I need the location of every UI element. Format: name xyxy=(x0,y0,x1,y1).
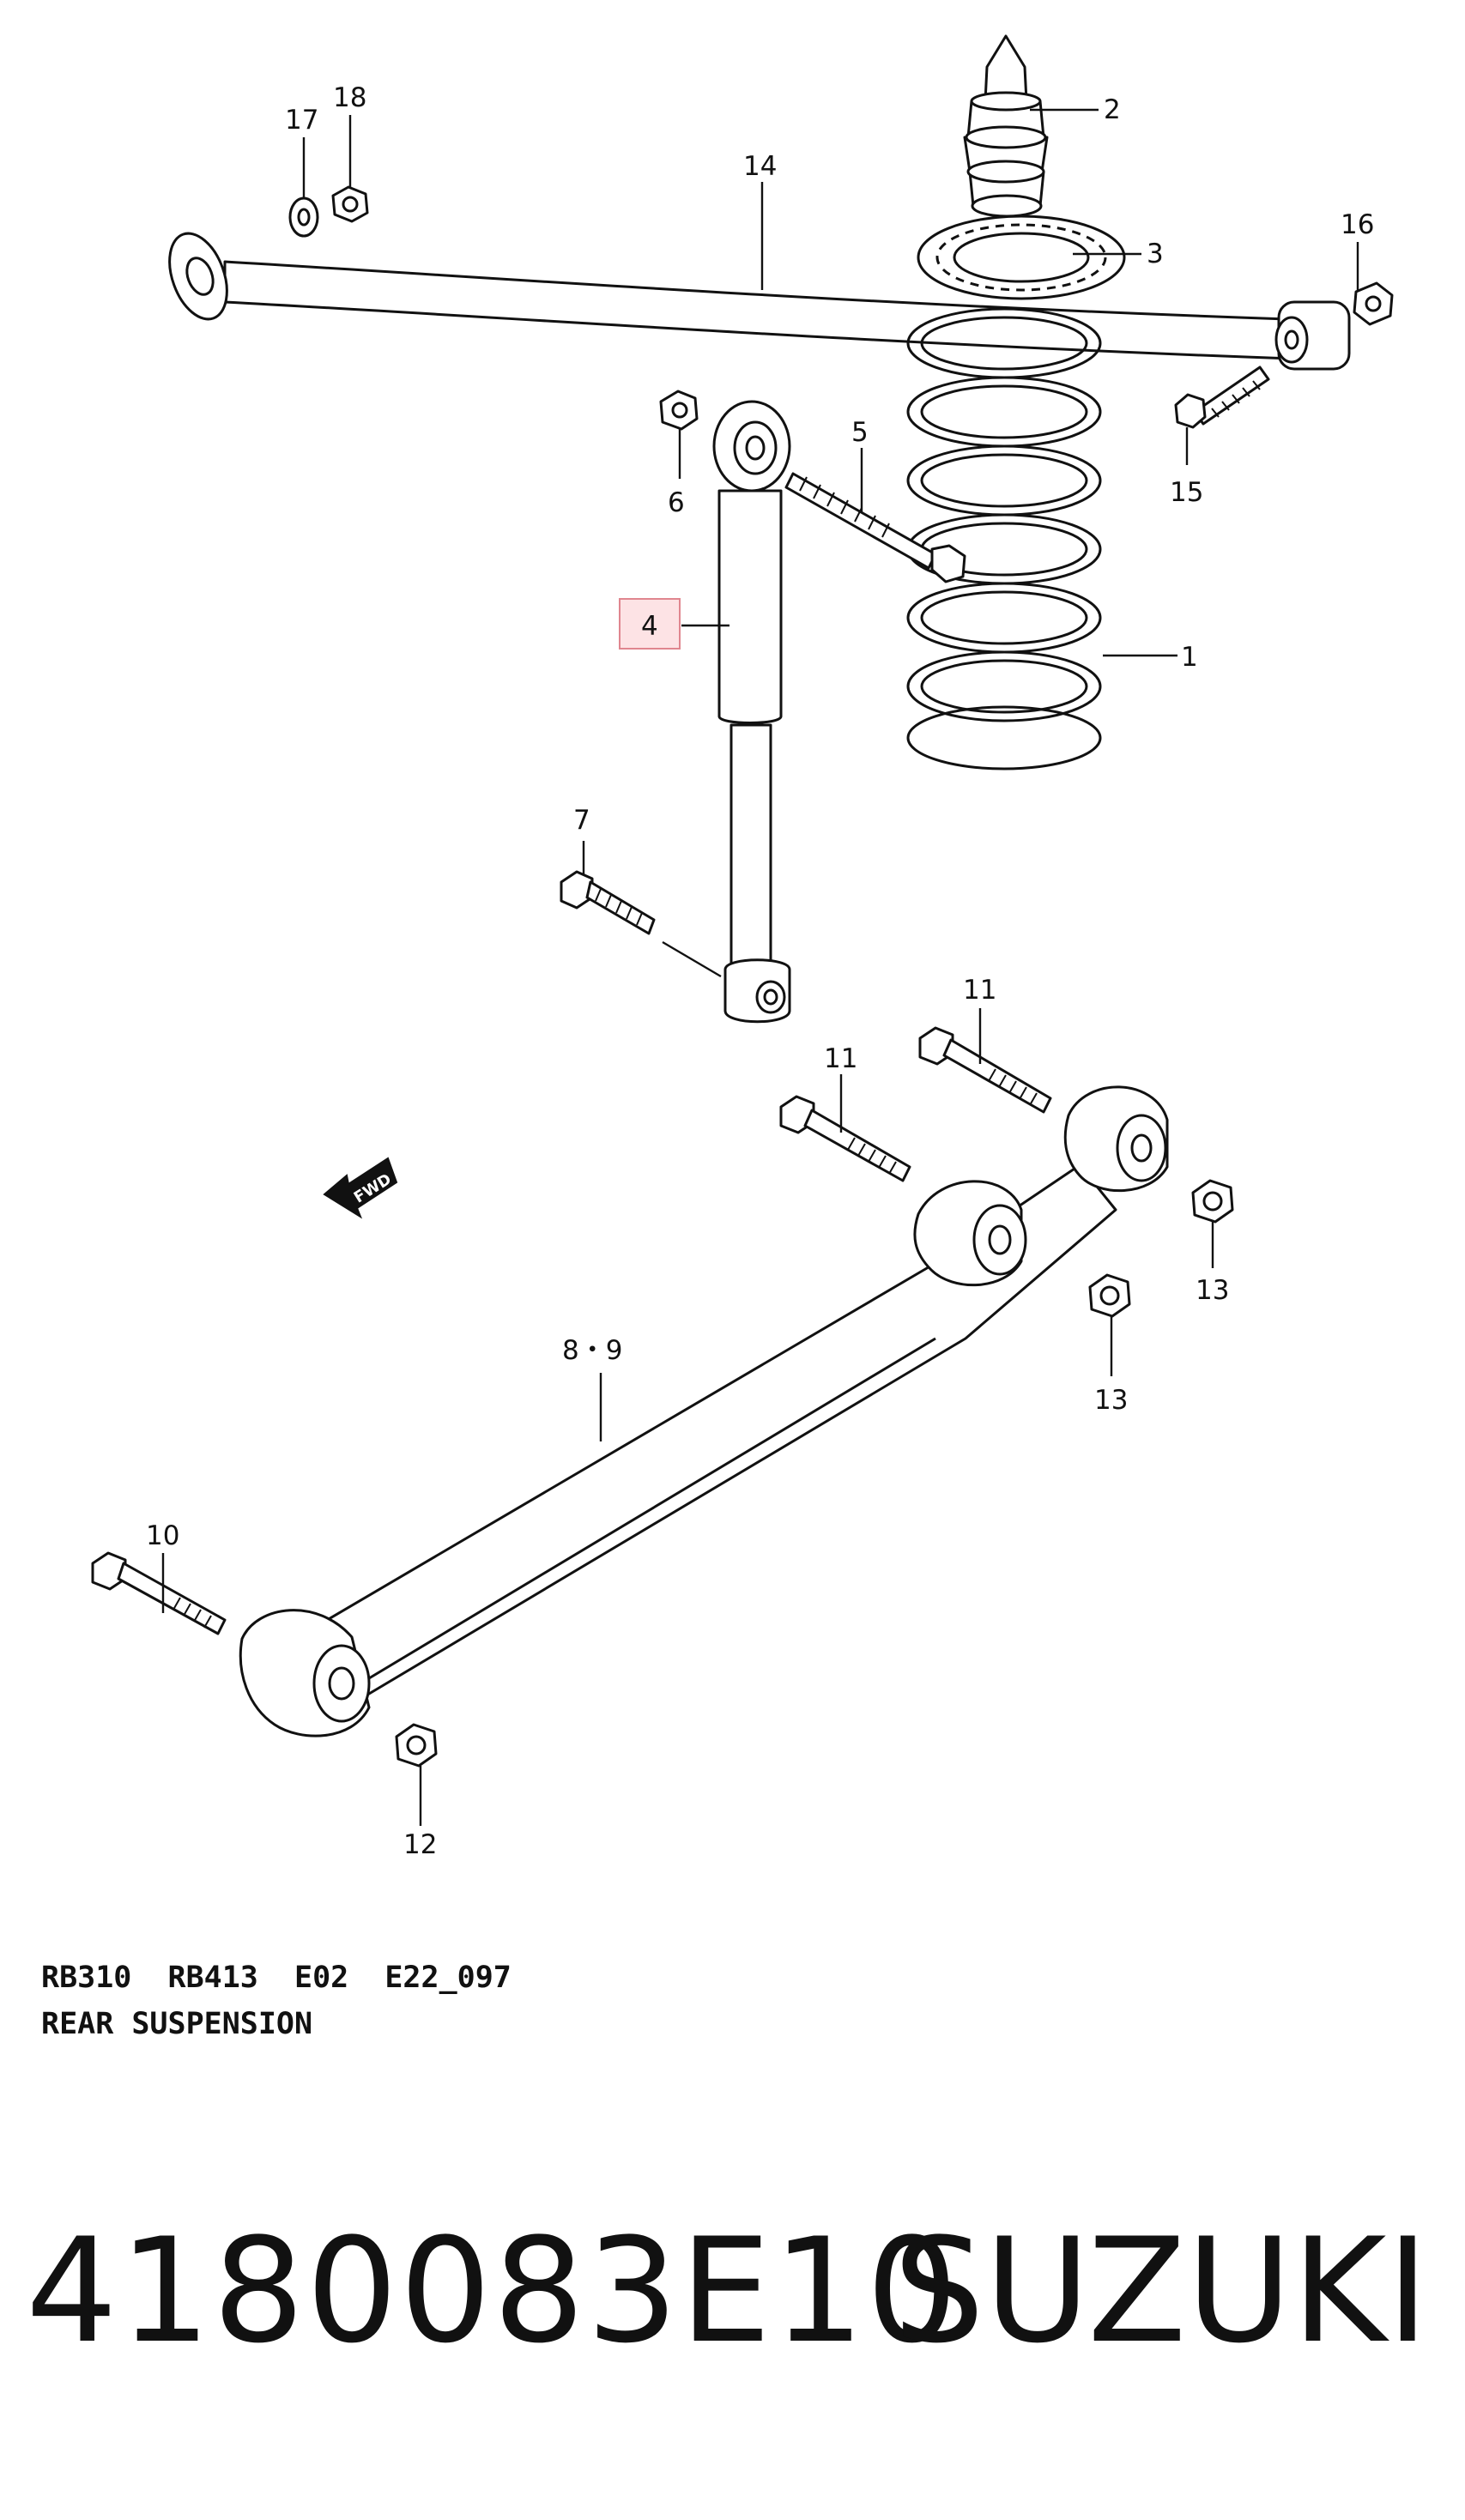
label-5: 5 xyxy=(851,417,869,448)
nut-12 xyxy=(395,1723,438,1768)
diagram-code: RB310 RB413 E02 E22_097 xyxy=(41,1961,512,1995)
part-number: 4180083E10 xyxy=(26,2207,960,2375)
bolt-7 xyxy=(560,870,722,978)
label-3: 3 xyxy=(1147,239,1164,269)
label-13-right: 13 xyxy=(1196,1275,1229,1306)
label-4: 4 xyxy=(641,611,658,642)
bolt-11-lower xyxy=(779,1095,911,1182)
label-15: 15 xyxy=(1170,477,1203,508)
label-17: 17 xyxy=(285,105,318,136)
rear-suspension-diagram: FWD 1 2 xyxy=(41,34,1394,2041)
label-18: 18 xyxy=(333,82,366,113)
washer-17 xyxy=(288,196,319,238)
trailing-arm xyxy=(239,1085,1169,1737)
forward-direction-arrow: FWD xyxy=(323,1157,398,1219)
footer: 4180083E10 SUZUKI xyxy=(0,2197,1465,2385)
label-7: 7 xyxy=(573,805,590,836)
label-12: 12 xyxy=(403,1829,437,1860)
label-6: 6 xyxy=(668,487,685,518)
nut-13-left xyxy=(1088,1273,1131,1318)
nut-18 xyxy=(331,185,369,223)
label-8-9: 8・9 xyxy=(562,1335,622,1366)
lateral-rod xyxy=(168,232,1351,371)
nut-6 xyxy=(659,390,699,431)
lateral-rod-nut-16 xyxy=(1353,281,1394,326)
label-10: 10 xyxy=(146,1520,179,1551)
bump-stopper xyxy=(963,34,1049,218)
label-14: 14 xyxy=(743,151,777,182)
label-1: 1 xyxy=(1181,642,1198,673)
label-13-left: 13 xyxy=(1094,1385,1128,1416)
diagram-title: REAR SUSPENSION xyxy=(41,2007,312,2041)
shock-absorber xyxy=(712,400,791,1024)
label-16: 16 xyxy=(1341,209,1374,240)
label-11-lower: 11 xyxy=(824,1043,857,1074)
label-11-upper: 11 xyxy=(963,975,996,1006)
label-2: 2 xyxy=(1104,94,1121,125)
bolt-10 xyxy=(91,1551,227,1635)
coil-spring xyxy=(906,307,1102,771)
bolt-11-upper xyxy=(918,1026,1052,1114)
leader-lines xyxy=(161,108,1359,1826)
highlight-box xyxy=(619,598,681,650)
bolt-5 xyxy=(784,472,966,583)
nut-13-right xyxy=(1191,1179,1234,1224)
callout-labels: 1 2 3 4 5 6 7 8・9 10 11 11 12 13 13 14 1… xyxy=(146,82,1374,1860)
bolt-15 xyxy=(1174,366,1270,429)
spring-seat xyxy=(917,215,1126,300)
brand-name: SUZUKI xyxy=(893,2207,1429,2375)
